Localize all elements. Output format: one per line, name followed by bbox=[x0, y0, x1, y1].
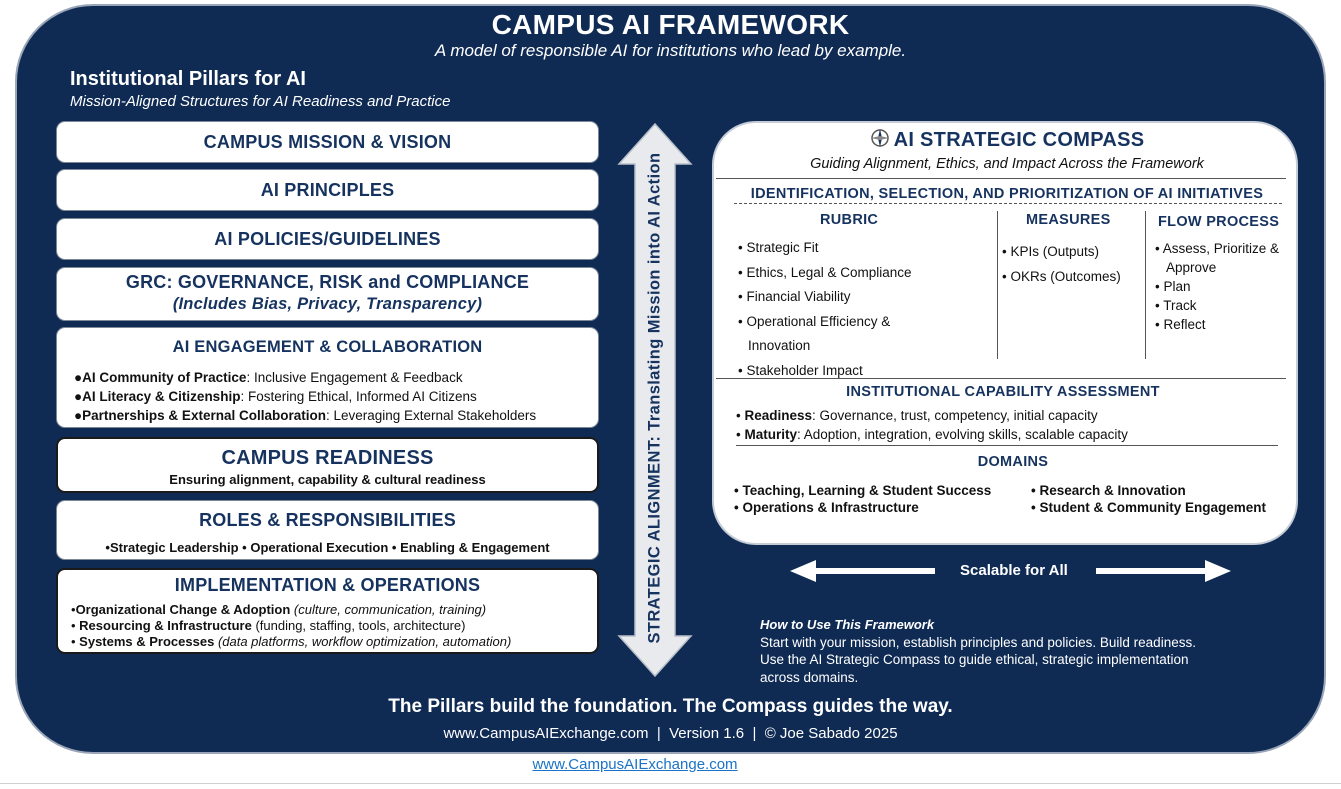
how-to-use: How to Use This Framework Start with you… bbox=[760, 616, 1196, 686]
rubric-item: • Strategic Fit bbox=[738, 240, 819, 255]
divider bbox=[736, 445, 1278, 446]
page-title: CAMPUS AI FRAMEWORK bbox=[491, 9, 850, 40]
footer-credits: www.CampusAIExchange.com | Version 1.6 |… bbox=[443, 725, 898, 742]
rubric-list: • Strategic Fit • Ethics, Legal & Compli… bbox=[738, 236, 912, 383]
how-to-use-line: Start with your mission, establish princ… bbox=[760, 634, 1196, 650]
flow-list: • Assess, Prioritize & Approve • Plan • … bbox=[1155, 239, 1279, 334]
strategic-alignment-label: STRATEGIC ALIGNMENT: Translating Mission… bbox=[645, 152, 664, 644]
capability-heading: INSTITUTIONAL CAPABILITY ASSESSMENT bbox=[846, 384, 1160, 400]
column-divider bbox=[997, 211, 998, 359]
pillar-engagement: AI ENGAGEMENT & COLLABORATION ●AI Commun… bbox=[56, 327, 599, 428]
measures-item: • KPIs (Outputs) bbox=[1002, 244, 1100, 259]
flow-item: • Assess, Prioritize & bbox=[1155, 241, 1280, 256]
pillar-readiness: CAMPUS READINESS Ensuring alignment, cap… bbox=[56, 437, 599, 493]
website-link[interactable]: www.CampusAIExchange.com bbox=[532, 756, 738, 773]
implementation-item: • Systems & Processes (data platforms, w… bbox=[71, 634, 512, 649]
rubric-heading: RUBRIC bbox=[820, 212, 879, 228]
engagement-item: ●AI Literacy & Citizenship: Fostering Et… bbox=[74, 389, 477, 404]
pillar-implementation: IMPLEMENTATION & OPERATIONS •Organizatio… bbox=[56, 568, 599, 654]
pillar-principles-label: AI PRINCIPLES bbox=[260, 180, 395, 200]
engagement-item: ●AI Community of Practice: Inclusive Eng… bbox=[74, 370, 463, 385]
pillar-roles: ROLES & RESPONSIBILITIES •Strategic Lead… bbox=[56, 500, 599, 560]
scalable-arrows bbox=[790, 560, 1231, 582]
ai-strategic-compass: AI STRATEGIC COMPASS Guiding Alignment, … bbox=[712, 121, 1298, 545]
flow-heading: FLOW PROCESS bbox=[1158, 214, 1280, 230]
domain-item: • Student & Community Engagement bbox=[1031, 500, 1266, 515]
pillar-roles-line: •Strategic Leadership • Operational Exec… bbox=[105, 540, 550, 555]
how-to-use-line: across domains. bbox=[760, 669, 859, 685]
pillar-grc: GRC: GOVERNANCE, RISK and COMPLIANCE (In… bbox=[56, 267, 599, 321]
implementation-item: •Organizational Change & Adoption (cultu… bbox=[71, 602, 487, 617]
rubric-item: • Financial Viability bbox=[738, 289, 851, 304]
compass-subtitle: Guiding Alignment, Ethics, and Impact Ac… bbox=[810, 156, 1204, 172]
pillar-mission: CAMPUS MISSION & VISION bbox=[56, 121, 599, 163]
implementation-item: • Resourcing & Infrastructure (funding, … bbox=[71, 618, 466, 633]
how-to-use-line: Use the AI Strategic Compass to guide et… bbox=[760, 652, 1189, 667]
divider bbox=[716, 378, 1286, 379]
measures-list: • KPIs (Outputs) • OKRs (Outcomes) bbox=[1002, 240, 1121, 289]
strategic-alignment-arrow bbox=[617, 122, 693, 678]
pillar-policies-label: AI POLICIES/GUIDELINES bbox=[214, 229, 441, 249]
pillar-engagement-heading: AI ENGAGEMENT & COLLABORATION bbox=[172, 338, 483, 356]
implementation-list: •Organizational Change & Adoption (cultu… bbox=[71, 602, 511, 650]
pillar-readiness-heading: CAMPUS READINESS bbox=[221, 447, 434, 469]
flow-item: • Track bbox=[1155, 298, 1197, 313]
page-subtitle: A model of responsible AI for institutio… bbox=[434, 41, 907, 60]
domain-item: • Research & Innovation bbox=[1031, 483, 1186, 498]
compass-icon bbox=[870, 127, 890, 154]
capability-list: • Readiness: Governance, trust, competen… bbox=[736, 406, 1128, 444]
footer-tagline: The Pillars build the foundation. The Co… bbox=[388, 696, 953, 717]
domain-item: • Teaching, Learning & Student Success bbox=[734, 483, 992, 498]
pillar-roles-heading: ROLES & RESPONSIBILITIES bbox=[199, 510, 456, 530]
pillars-subtitle: Mission-Aligned Structures for AI Readin… bbox=[70, 93, 451, 110]
scalable-label: Scalable for All bbox=[960, 562, 1068, 579]
domains-heading: DOMAINS bbox=[977, 454, 1049, 470]
pillar-grc-sub: (Includes Bias, Privacy, Transparency) bbox=[172, 295, 483, 313]
rubric-item: • Stakeholder Impact bbox=[738, 362, 863, 378]
pillar-readiness-sub: Ensuring alignment, capability & cultura… bbox=[169, 472, 486, 487]
pillar-grc-heading: GRC: GOVERNANCE, RISK and COMPLIANCE bbox=[125, 272, 530, 292]
capability-item: • Maturity: Adoption, integration, evolv… bbox=[736, 427, 1128, 442]
bottom-divider bbox=[0, 783, 1341, 784]
measures-heading: MEASURES bbox=[1026, 212, 1111, 228]
pillar-implementation-heading: IMPLEMENTATION & OPERATIONS bbox=[174, 575, 481, 595]
flow-item: • Plan bbox=[1155, 279, 1191, 294]
compass-title: AI STRATEGIC COMPASS bbox=[893, 129, 1145, 151]
divider bbox=[716, 178, 1286, 179]
identification-heading: IDENTIFICATION, SELECTION, AND PRIORITIZ… bbox=[750, 186, 1264, 202]
dashed-divider bbox=[734, 203, 1282, 204]
engagement-list: ●AI Community of Practice: Inclusive Eng… bbox=[74, 368, 536, 425]
rubric-item: • Ethics, Legal & Compliance bbox=[738, 264, 912, 280]
rubric-item: • Operational Efficiency & bbox=[738, 313, 891, 329]
capability-item: • Readiness: Governance, trust, competen… bbox=[736, 408, 1098, 423]
pillar-policies: AI POLICIES/GUIDELINES bbox=[56, 218, 599, 260]
how-to-use-title: How to Use This Framework bbox=[760, 617, 935, 632]
pillars-title: Institutional Pillars for AI bbox=[70, 68, 306, 90]
pillar-principles: AI PRINCIPLES bbox=[56, 169, 599, 211]
flow-item: • Reflect bbox=[1155, 317, 1206, 332]
domains-col-1: • Teaching, Learning & Student Success •… bbox=[734, 482, 991, 516]
engagement-item: ●Partnerships & External Collaboration: … bbox=[74, 408, 537, 423]
domain-item: • Operations & Infrastructure bbox=[734, 500, 919, 515]
pillar-mission-label: CAMPUS MISSION & VISION bbox=[203, 132, 452, 152]
column-divider bbox=[1145, 211, 1146, 359]
domains-col-2: • Research & Innovation • Student & Comm… bbox=[1031, 482, 1266, 516]
rubric-item-continuation: Innovation bbox=[748, 338, 811, 353]
measures-item: • OKRs (Outcomes) bbox=[1002, 268, 1121, 284]
flow-item-continuation: Approve bbox=[1166, 260, 1217, 275]
compass-title-row: AI STRATEGIC COMPASS bbox=[714, 127, 1300, 154]
